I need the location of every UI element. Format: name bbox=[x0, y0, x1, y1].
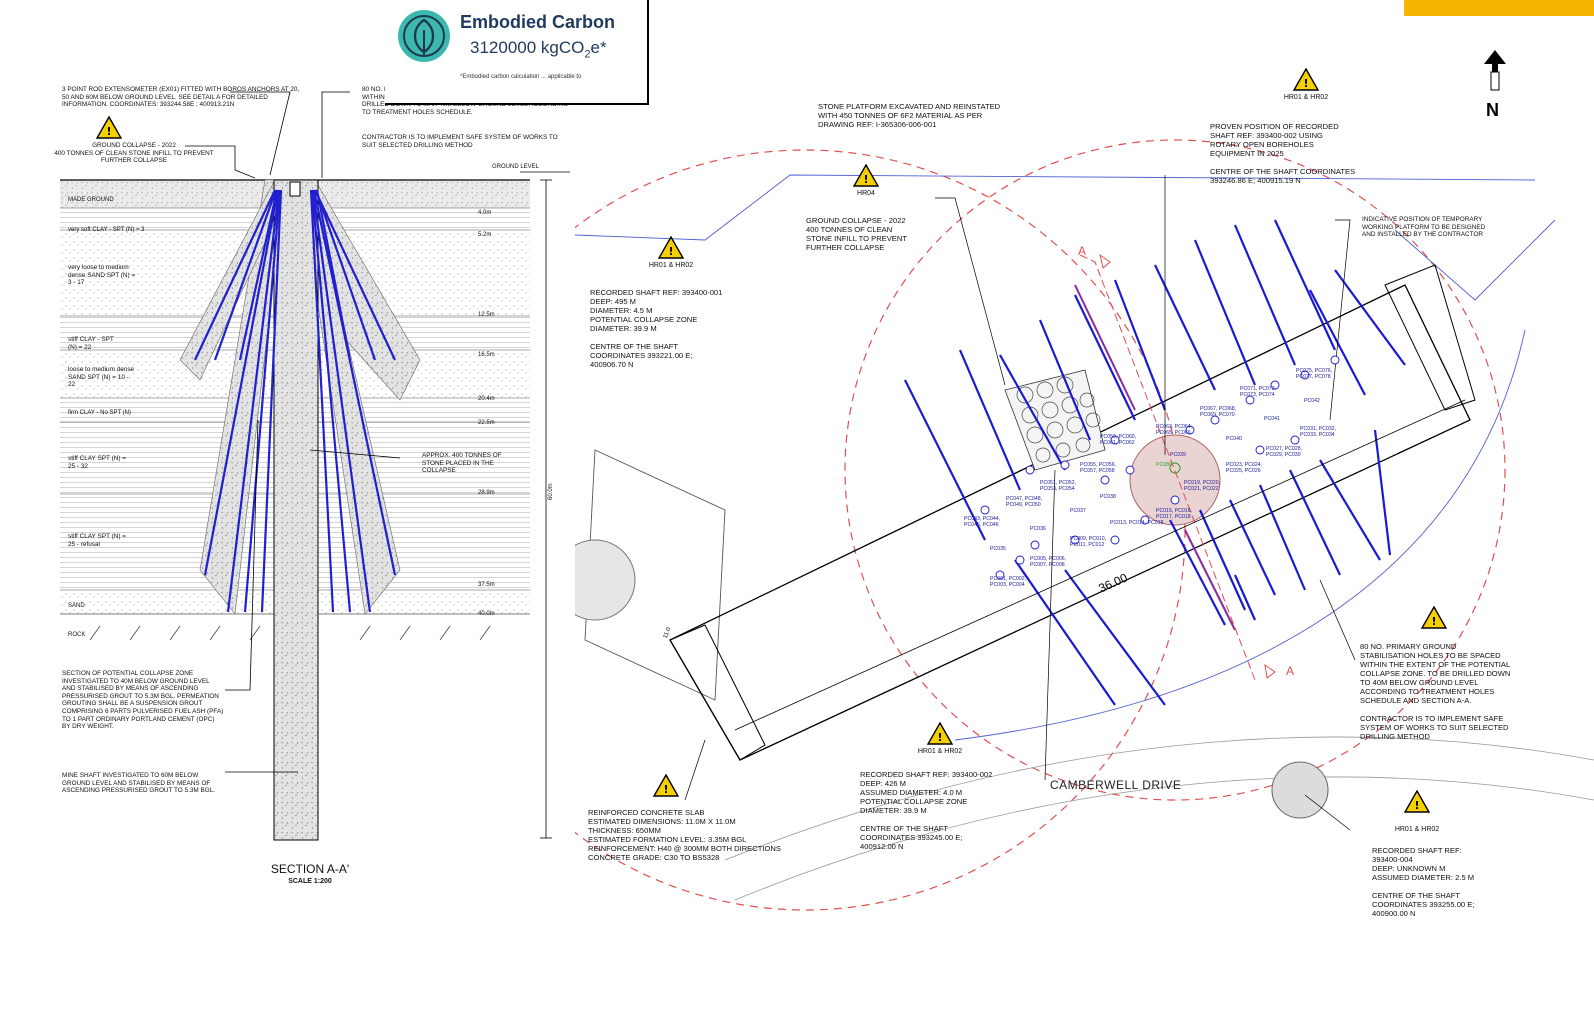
embodied-carbon-footnote: *Embodied carbon calculation ... applica… bbox=[460, 74, 582, 80]
depth-label: 40.0m bbox=[478, 611, 495, 617]
svg-text:!: ! bbox=[1414, 799, 1419, 812]
pc-label: PC043, PC044, PC045, PC046 bbox=[964, 516, 1001, 528]
pc-label: PC039 bbox=[1170, 452, 1186, 458]
stratum-label: loose to medium dense SAND SPT (N) = 10 … bbox=[68, 366, 135, 389]
section-drawing bbox=[60, 91, 570, 841]
pc-label: PC042 bbox=[1304, 398, 1320, 404]
section-marker: A bbox=[1078, 244, 1087, 258]
pc-label: PC038 bbox=[1100, 494, 1116, 500]
mine-shaft-note: MINE SHAFT INVESTIGATED TO 60m BELOW GRO… bbox=[62, 772, 216, 795]
pc-label: PC071, PC072, PC073, PC074 bbox=[1240, 386, 1277, 398]
depth-label: 4.0m bbox=[478, 210, 492, 216]
pc-label: PC023, PC024, PC025, PC026 bbox=[1226, 462, 1263, 474]
extensometer-note: 3 POINT ROD EXTENSOMETER (EX01) FITTED W… bbox=[62, 86, 300, 109]
pc-label: PC019, PC020, PC021, PC022 bbox=[1184, 480, 1221, 492]
hazard-icon: ! bbox=[96, 116, 122, 139]
shaft-004-note: RECORDED SHAFT REF: 393400-004 DEEP: UNK… bbox=[1372, 846, 1475, 918]
hazard-icon: ! bbox=[658, 236, 684, 259]
pc-label: PC040 bbox=[1226, 436, 1242, 442]
north-arrow-icon bbox=[1482, 50, 1508, 115]
pc-label: PC063, PC064, PC065, PC066 bbox=[1156, 424, 1193, 436]
hazard-label: HR01 & HR02 bbox=[917, 748, 963, 755]
svg-text:!: ! bbox=[1431, 615, 1436, 628]
pc-label: PC005, PC006, PC007, PC008 bbox=[1030, 556, 1067, 568]
north-label: N bbox=[1486, 100, 1499, 120]
proven-position-note: PROVEN POSITION OF RECORDED SHAFT REF: 3… bbox=[1210, 122, 1356, 185]
temp-platform-note: INDICATIVE POSITION OF TEMPORARY WORKING… bbox=[1362, 216, 1486, 239]
svg-text:!: ! bbox=[668, 245, 673, 258]
pc-label: PC036 bbox=[1030, 526, 1046, 532]
stratum-label: firm CLAY - No SPT (N) bbox=[68, 410, 132, 416]
hazard-icon: ! bbox=[1293, 68, 1319, 91]
stratum-label: stiff CLAY SPT (N) = 25 - refusal bbox=[68, 533, 126, 548]
pc-label: PC080 bbox=[1156, 462, 1172, 468]
pc-label: PC067, PC068, PC069, PC070 bbox=[1200, 406, 1237, 418]
leaf-circle-icon bbox=[396, 8, 452, 69]
pc-label: PC047, PC048, PC049, PC050 bbox=[1006, 496, 1043, 508]
slab-note: REINFORCED CONCRETE SLAB ESTIMATED DIMEN… bbox=[588, 808, 781, 862]
hazard-icon: ! bbox=[1421, 606, 1447, 629]
primary-holes-plan-note: 80 No. PRIMARY GROUND STABILISATION HOLE… bbox=[1360, 642, 1511, 741]
embodied-carbon-value: 3120000 kgCO2e* bbox=[470, 38, 607, 61]
stratum-label: very soft CLAY - SPT (N) = 3 bbox=[68, 227, 145, 233]
collapse-2022-note: GROUND COLLAPSE - 2022 400 TONNES OF CLE… bbox=[54, 142, 214, 165]
shaft-002-note: RECORDED SHAFT REF: 393400-002 DEEP: 426… bbox=[860, 770, 993, 851]
pc-label: PC013, PC014, PC018 bbox=[1110, 520, 1164, 526]
stratum-label: MADE GROUND bbox=[68, 197, 114, 203]
svg-text:!: ! bbox=[937, 731, 942, 744]
stone-platform-note: STONE PLATFORM EXCAVATED AND REINSTATED … bbox=[818, 102, 1001, 129]
hazard-icon: ! bbox=[653, 774, 679, 797]
section-title: SECTION A-A' bbox=[270, 862, 350, 876]
pc-label: PC055, PC056, PC057, PC058 bbox=[1080, 462, 1117, 474]
depth-label: 28.9m bbox=[478, 490, 495, 496]
hazard-label: HR01 & HR02 bbox=[648, 262, 694, 269]
depth-label: 37.5m bbox=[478, 582, 495, 588]
hazard-icon: ! bbox=[1404, 790, 1430, 813]
pc-label: PC037 bbox=[1070, 508, 1086, 514]
stratum-label: SAND bbox=[68, 603, 85, 609]
depth-label: 20.4m bbox=[478, 396, 495, 402]
hr04-collapse-note: GROUND COLLAPSE - 2022 400 TONNES OF CLE… bbox=[806, 216, 907, 252]
section-scale: SCALE 1:200 bbox=[288, 878, 332, 885]
ground-level-label: GROUND LEVEL bbox=[492, 164, 540, 170]
svg-text:!: ! bbox=[663, 783, 668, 796]
plan-drawing bbox=[575, 139, 1594, 911]
hazard-label: HR04 bbox=[857, 190, 875, 197]
pc-label: PC041 bbox=[1264, 416, 1280, 422]
pc-label: PC031, PC032, PC033, PC034 bbox=[1300, 426, 1337, 438]
pc-label: PC001, PC002, PC003, PC004 bbox=[990, 576, 1027, 588]
pc-label: PC035 bbox=[990, 546, 1006, 552]
stratum-label: stiff CLAY - SPT (N) = 22 bbox=[68, 336, 114, 351]
pc-label: PC051, PC052, PC053, PC054 bbox=[1040, 480, 1077, 492]
collapse-zone-note: SECTION OF POTENTIAL COLLAPSE ZONE INVES… bbox=[62, 670, 224, 731]
depth-label: 16.5m bbox=[478, 352, 495, 358]
depth-label: 12.5m bbox=[478, 312, 495, 318]
pc-label: PC075, PC076, PC077, PC078 bbox=[1296, 368, 1333, 380]
section-marker: A bbox=[1286, 664, 1295, 678]
hazard-label: HR01 & HR02 bbox=[1283, 94, 1329, 101]
embodied-carbon-title: Embodied Carbon bbox=[460, 12, 616, 32]
svg-text:!: ! bbox=[1303, 77, 1308, 90]
hazard-icon: ! bbox=[853, 164, 879, 187]
pc-label: PC059, PC060, PC061, PC062 bbox=[1100, 434, 1137, 446]
depth-label: 5.2m bbox=[478, 232, 492, 238]
shaft-001-note: RECORDED SHAFT REF: 393400-001 DEEP: 495… bbox=[590, 288, 723, 369]
stone-placed-note: APPROX. 400 Tonnes OF STONE PLACED IN TH… bbox=[422, 452, 502, 475]
corner-accent bbox=[1404, 0, 1594, 16]
stratum-label: very loose to medium dense SAND SPT (N) … bbox=[68, 264, 136, 287]
road-label: CAMBERWELL DRIVE bbox=[1050, 778, 1182, 792]
hazard-icon: ! bbox=[927, 722, 953, 745]
svg-text:!: ! bbox=[106, 125, 111, 138]
stratum-label: ROCK bbox=[68, 632, 86, 638]
pc-label: PC027, PC028, PC029, PC030 bbox=[1266, 446, 1303, 458]
total-depth-label: 60.0m bbox=[548, 483, 554, 500]
hazard-label: HR01 & HR02 bbox=[1394, 826, 1440, 833]
pc-label: PC015, PC016, PC017, PC018 bbox=[1156, 508, 1193, 520]
depth-label: 22.5m bbox=[478, 420, 495, 426]
stratum-label: stiff CLAY SPT (N) = 25 - 32 bbox=[68, 455, 126, 470]
contractor-note: Contractor IS TO IMPLEMENT SAFE SYSTEM O… bbox=[362, 134, 558, 149]
svg-text:!: ! bbox=[863, 173, 868, 186]
pc-label: PC009, PC010, PC011, PC012 bbox=[1070, 536, 1107, 548]
